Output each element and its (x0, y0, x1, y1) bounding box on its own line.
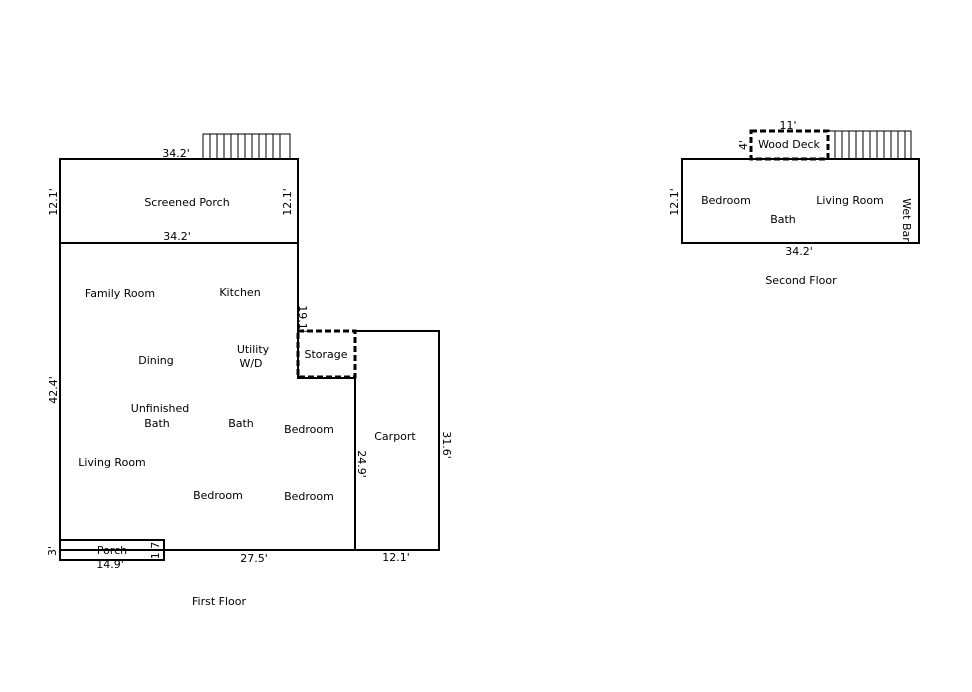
wood-deck-outline (749, 129, 830, 161)
dim-porch-left: 12.1' (47, 188, 60, 216)
room-label-unfinished: Unfinished (131, 402, 189, 415)
dim-second-bottom: 34.2' (785, 245, 813, 258)
second-floor-stairs (828, 130, 912, 159)
room-label-carport: Carport (374, 430, 416, 443)
dim-porch-top: 34.2' (162, 147, 190, 160)
room-label-storage: Storage (304, 348, 347, 361)
dim-inner-wall: 24.9' (355, 450, 368, 478)
room-label-bedroom-right-bottom: Bedroom (284, 490, 334, 503)
room-label-living-room: Living Room (78, 456, 146, 469)
carport-outline (355, 330, 440, 551)
dim-storage-side: 19.1' (296, 305, 309, 333)
room-label-utility: Utility (237, 343, 270, 356)
room-label-screened-porch: Screened Porch (144, 196, 229, 209)
dim-porch-bottom: 34.2' (163, 230, 191, 243)
second-floor-plan: Wood Deck Bedroom Living Room Bath Wet B… (668, 119, 920, 287)
porch-stairs (202, 133, 291, 159)
room-label-wet-bar: Wet Bar (900, 198, 913, 242)
dim-bottom-mid: 27.5' (240, 552, 268, 565)
first-floor-title: First Floor (192, 595, 246, 608)
dim-deck-top: 11' (779, 119, 796, 132)
room-label-wd: W/D (239, 357, 262, 370)
room-label-unfinished-bath: Bath (144, 417, 170, 430)
room-label-bedroom-right-top: Bedroom (284, 423, 334, 436)
second-floor-outline (681, 158, 920, 244)
room-label-family-room: Family Room (85, 287, 155, 300)
dim-porch-right: 12.1' (281, 188, 294, 216)
room-label-kitchen: Kitchen (219, 286, 260, 299)
room-label-wood-deck: Wood Deck (758, 138, 820, 151)
dim-carport-bottom: 12.1' (382, 551, 410, 564)
first-floor-plan: Screened Porch Family Room Kitchen Dinin… (46, 133, 453, 608)
room-label-second-living-room: Living Room (816, 194, 884, 207)
room-label-second-bath: Bath (770, 213, 796, 226)
dim-main-left: 42.4' (47, 376, 60, 404)
room-label-bath: Bath (228, 417, 254, 430)
dim-deck-side: 4' (737, 140, 750, 150)
room-label-second-bedroom: Bedroom (701, 194, 751, 207)
room-label-porch: Porch (97, 544, 127, 557)
room-label-bedroom-center: Bedroom (193, 489, 243, 502)
screened-porch-outline (59, 158, 299, 244)
dim-second-left: 12.1' (668, 188, 681, 216)
room-label-dining: Dining (138, 354, 174, 367)
dim-front-porch-left: 3' (46, 546, 59, 556)
dim-carport-side: 31.6' (440, 431, 453, 459)
dim-front-porch-bottom: 14.9' (96, 558, 124, 571)
second-floor-title: Second Floor (765, 274, 837, 287)
storage-outline (296, 329, 357, 379)
front-porch-outline (59, 539, 165, 561)
dim-front-porch-right: 1.7' (149, 539, 162, 560)
